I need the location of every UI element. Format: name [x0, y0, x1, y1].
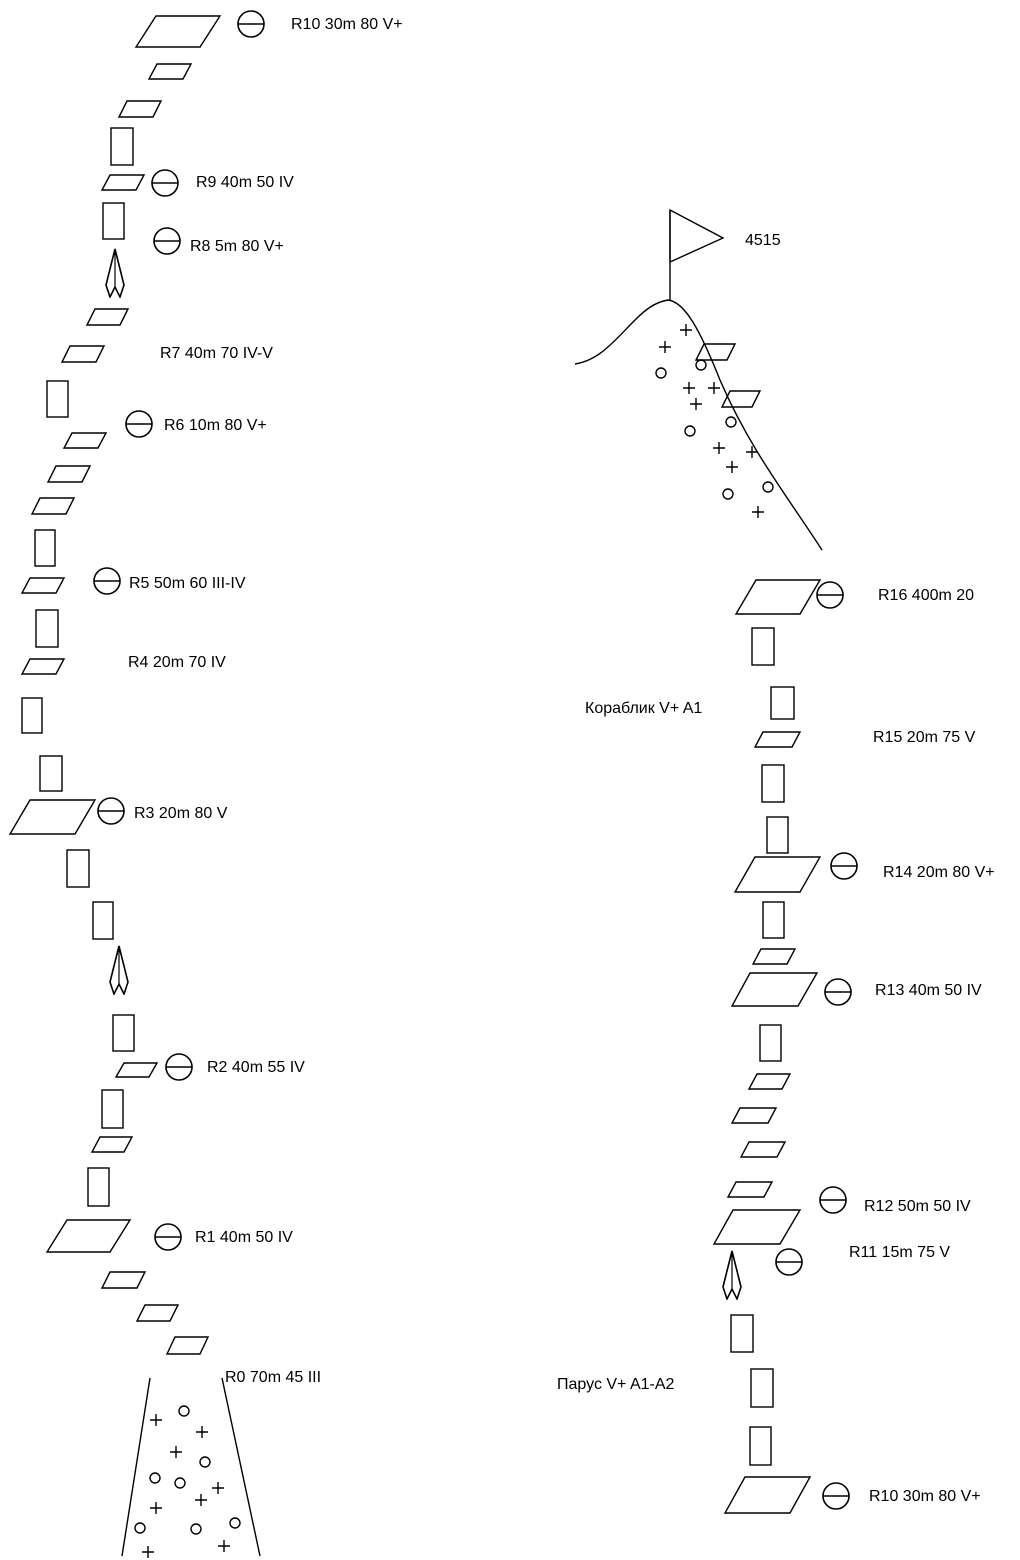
ledge	[747, 1073, 792, 1090]
label-r2: R2 40m 55 IV	[207, 1059, 305, 1076]
wall-block	[66, 849, 90, 888]
route-labels: R0 70m 45 III R1 40m 50 IV R2 40m 55 IV …	[128, 16, 995, 1505]
ledge	[751, 948, 797, 965]
ledge	[100, 174, 146, 191]
ledge	[60, 345, 106, 363]
wall-block	[35, 609, 59, 648]
big-ledge	[734, 579, 822, 615]
belay-icon	[154, 1223, 182, 1251]
label-parus: Парус V+ A1-A2	[557, 1376, 675, 1393]
ledge	[147, 63, 193, 80]
wall-block	[87, 1167, 110, 1207]
ledge	[730, 1107, 778, 1124]
crack-icon	[722, 1250, 742, 1300]
label-korablik: Кораблик V+ A1	[585, 700, 702, 717]
ledge	[20, 577, 66, 594]
wall-block	[770, 686, 795, 720]
summit-flag-icon	[669, 208, 725, 300]
ledge	[720, 390, 762, 408]
ledge	[135, 1304, 180, 1322]
scree-symbols	[655, 324, 774, 518]
big-ledge	[134, 15, 222, 48]
wall-block	[34, 529, 56, 567]
label-r10-bottom: R10 30m 80 V+	[869, 1488, 981, 1505]
label-r16: R16 400m 20	[878, 587, 974, 604]
label-r1: R1 40m 50 IV	[195, 1229, 293, 1246]
wall-block	[112, 1014, 135, 1052]
belay-icon	[775, 1248, 803, 1276]
big-ledge	[712, 1209, 802, 1245]
label-r10-top: R10 30m 80 V+	[291, 16, 403, 33]
big-ledge	[733, 856, 822, 893]
wall-block	[751, 627, 775, 666]
left-route-column	[8, 10, 265, 1558]
belay-icon	[819, 1186, 847, 1214]
ledge	[114, 1062, 159, 1078]
label-r6: R6 10m 80 V+	[164, 417, 267, 434]
wall-block	[46, 380, 69, 418]
label-r4: R4 20m 70 IV	[128, 654, 226, 671]
wall-block	[730, 1314, 754, 1353]
wall-block	[761, 764, 785, 803]
crack-icon	[109, 945, 129, 995]
wall-block	[39, 755, 63, 792]
big-ledge	[8, 799, 97, 835]
belay-icon	[824, 978, 852, 1006]
label-r15: R15 20m 75 V	[873, 729, 976, 746]
belay-icon	[816, 581, 844, 609]
ledge	[100, 1271, 147, 1289]
label-r8: R8 5m 80 V+	[190, 238, 284, 255]
label-r3: R3 20m 80 V	[134, 805, 228, 822]
label-r7: R7 40m 70 IV-V	[160, 345, 273, 362]
label-summit-altitude: 4515	[745, 232, 781, 249]
ledge	[117, 100, 163, 118]
wall-block	[102, 202, 125, 240]
label-r9: R9 40m 50 IV	[196, 174, 294, 191]
ledge	[90, 1136, 134, 1153]
belay-icon	[237, 10, 265, 38]
ledge	[753, 731, 802, 748]
ledge	[30, 497, 76, 515]
belay-icon	[822, 1482, 850, 1510]
wall-block	[762, 901, 785, 939]
label-r11: R11 15m 75 V	[849, 1244, 950, 1261]
belay-icon	[97, 797, 125, 825]
wall-block	[21, 697, 43, 734]
belay-icon	[151, 169, 179, 197]
ledge	[694, 343, 737, 361]
belay-icon	[93, 567, 121, 595]
label-r12: R12 50m 50 IV	[864, 1198, 971, 1215]
label-r14: R14 20m 80 V+	[883, 864, 995, 881]
wall-block	[766, 816, 789, 854]
belay-icon	[153, 227, 181, 255]
wall-block	[92, 901, 114, 940]
belay-icon	[165, 1053, 193, 1081]
wall-block	[101, 1089, 124, 1129]
wall-block	[750, 1368, 774, 1408]
crack-icon	[105, 248, 125, 298]
label-r0: R0 70m 45 III	[225, 1369, 321, 1386]
wall-block	[749, 1426, 772, 1466]
ledge	[46, 465, 92, 483]
wall-block	[759, 1024, 782, 1062]
belay-icon	[830, 852, 858, 880]
big-ledge	[45, 1219, 132, 1253]
ledge	[20, 658, 66, 675]
right-route-column	[574, 208, 858, 1514]
ledge	[739, 1141, 787, 1158]
wall-block	[110, 127, 134, 166]
ledge	[85, 308, 130, 326]
ledge	[726, 1181, 774, 1198]
label-r13: R13 40m 50 IV	[875, 982, 982, 999]
label-r5: R5 50m 60 III-IV	[129, 575, 246, 592]
big-ledge	[730, 972, 819, 1007]
big-ledge	[723, 1476, 812, 1514]
ledge	[165, 1336, 210, 1355]
summit-ridge	[574, 299, 823, 551]
ledge	[62, 432, 108, 449]
scree-symbols	[134, 1405, 241, 1558]
scree-cone	[121, 1377, 261, 1558]
belay-icon	[125, 410, 153, 438]
